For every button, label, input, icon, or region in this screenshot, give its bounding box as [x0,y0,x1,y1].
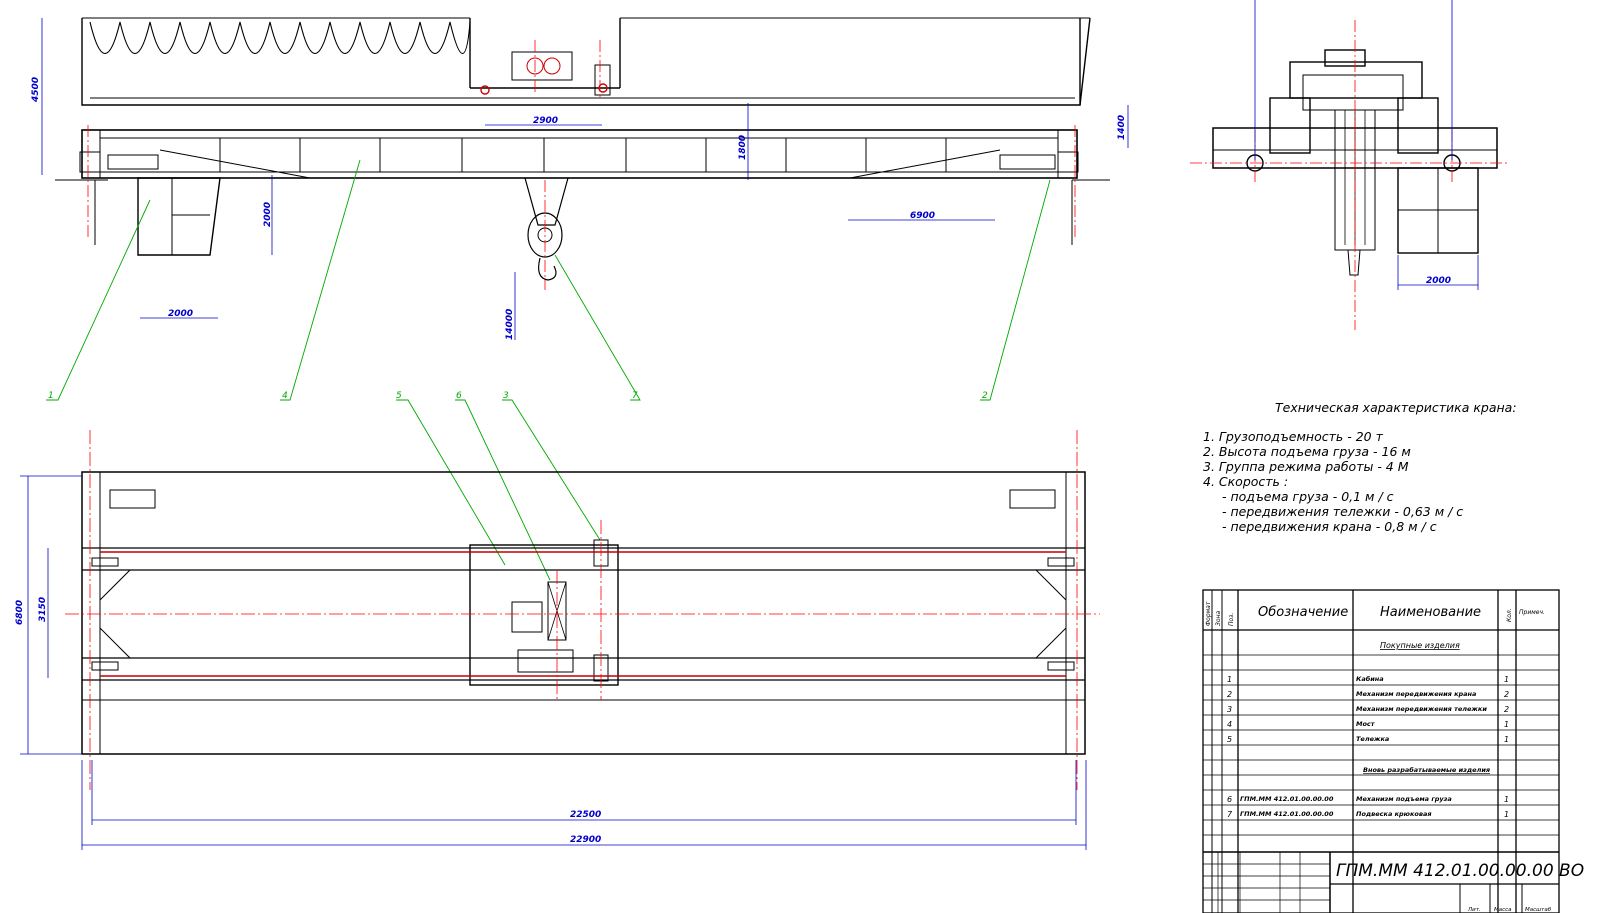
leader-3: 3 [503,391,509,401]
section-developed: Вновь разрабатываемые изделия [1363,766,1490,774]
row-6-designation: ГПМ.ММ 412.01.00.00.00 [1240,795,1334,803]
row-7-designation: ГПМ.ММ 412.01.00.00.00 [1240,810,1334,818]
row-6-pos: 6 [1227,795,1232,804]
dim-1400: 1400 [1117,115,1127,140]
row-2-pos: 2 [1227,690,1232,699]
leader-4: 4 [282,391,288,401]
row-3-name: Механизм передвижения тележки [1356,705,1487,713]
row-5-qty: 1 [1504,735,1509,744]
row-4-name: Мост [1356,720,1376,728]
dim-1800: 1800 [738,135,748,160]
header-pos: Поз. [1228,613,1235,626]
title-scale: Масштаб [1525,907,1552,913]
row-7-pos: 7 [1227,810,1233,819]
dim-2000-vertical: 2000 [263,202,273,227]
header-note: Примеч. [1519,609,1545,616]
spec-table [1202,589,1560,913]
row-5-name: Тележка [1356,735,1389,743]
dim-6900: 6900 [910,211,935,221]
spec-line-2: 2. Высота подъема груза - 16 м [1203,444,1411,459]
specs-title: Техническая характеристика крана: [1275,400,1517,415]
spec-line-5: - подъема груза - 0,1 м / с [1222,489,1394,504]
row-7-name: Подвеска крюковая [1356,810,1432,818]
dim-2000-horizontal: 2000 [168,309,193,319]
row-6-name: Механизм подъема груза [1356,795,1452,803]
row-6-qty: 1 [1504,795,1509,804]
dim-2000-side: 2000 [1426,276,1451,286]
section-purchased: Покупные изделия [1380,641,1460,650]
dim-22500: 22500 [570,810,601,820]
plan-view [81,471,1086,755]
row-2-name: Механизм передвижения крана [1356,690,1476,698]
leader-2: 2 [982,391,988,401]
title-lit: Лит. [1467,907,1481,913]
leader-1: 1 [48,391,54,401]
dim-2900: 2900 [533,116,558,126]
row-5-pos: 5 [1227,735,1232,744]
dim-3150: 3150 [38,597,48,622]
document-code: ГПМ.ММ 412.01.00.00.00 ВО [1336,861,1584,881]
dim-6800: 6800 [15,600,25,625]
header-format: Формат [1205,601,1212,626]
dim-14000: 14000 [505,309,515,340]
dim-4500: 4500 [31,77,41,103]
header-zone: Зона [1215,611,1222,626]
row-1-name: Кабина [1356,675,1384,683]
row-4-pos: 4 [1227,720,1232,729]
title-mass: Масса [1494,907,1512,913]
header-name: Наименование [1380,605,1481,620]
spec-line-6: - передвижения тележки - 0,63 м / с [1222,504,1463,519]
dim-22900: 22900 [570,835,601,845]
header-qty: Кол. [1506,608,1513,622]
row-1-pos: 1 [1227,675,1232,684]
spec-line-3: 3. Группа режима работы - 4 М [1203,459,1409,474]
row-3-pos: 3 [1227,705,1232,714]
front-view [55,17,1110,281]
leader-6: 6 [456,391,462,401]
leader-5: 5 [396,391,402,401]
spec-line-1: 1. Грузоподъемность - 20 т [1203,429,1384,444]
row-7-qty: 1 [1504,810,1509,819]
row-1-qty: 1 [1504,675,1509,684]
leader-7: 7 [632,391,638,401]
spec-line-4: 4. Скорость : [1203,474,1288,489]
row-4-qty: 1 [1504,720,1509,729]
header-designation: Обозначение [1258,605,1348,620]
spec-line-7: - передвижения крана - 0,8 м / с [1222,519,1437,534]
row-2-qty: 2 [1504,690,1509,699]
row-3-qty: 2 [1504,705,1509,714]
